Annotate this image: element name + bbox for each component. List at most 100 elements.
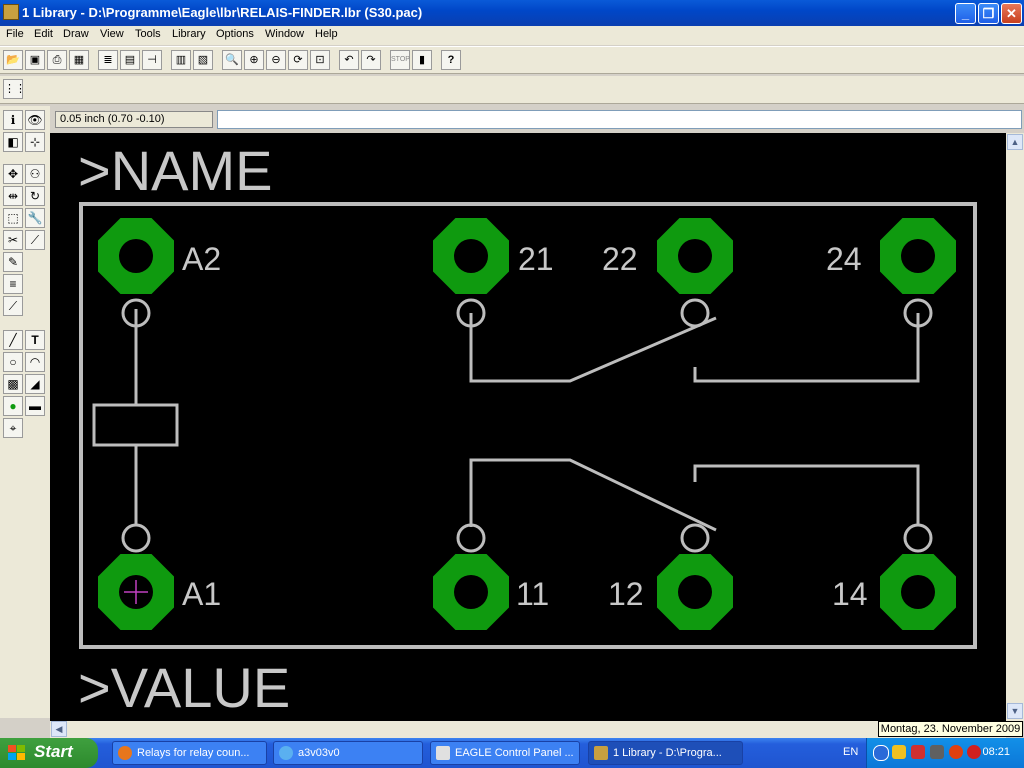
change-button[interactable]: 🔧 (25, 208, 45, 228)
task-eagle-control-panel[interactable]: EAGLE Control Panel ... (430, 741, 580, 765)
move-button[interactable]: ✥ (3, 164, 23, 184)
minimize-button[interactable]: _ (955, 3, 976, 24)
maximize-button[interactable]: ❐ (978, 3, 999, 24)
menu-view[interactable]: View (100, 28, 124, 40)
restore-icon: ❐ (982, 6, 995, 21)
paste-button[interactable]: ⟋ (25, 230, 45, 250)
zoom-fit-button[interactable]: 🔍 (222, 50, 242, 70)
smd-button[interactable]: ▬ (25, 396, 45, 416)
zoom-select-button[interactable]: ⊡ (310, 50, 330, 70)
cam-button[interactable]: ▦ (69, 50, 89, 70)
layers-icon: ◧ (7, 135, 19, 149)
menu-draw[interactable]: Draw (63, 28, 89, 40)
pad-a1[interactable] (98, 554, 174, 630)
text-button[interactable]: T (25, 330, 45, 350)
wrench-icon: 🔧 (27, 211, 43, 225)
windows-logo-icon (8, 745, 25, 760)
arc-button[interactable]: ◠ (25, 352, 45, 372)
zoom-out-icon: ⊖ (271, 54, 281, 66)
smash-button[interactable]: ⟋ (3, 296, 23, 316)
language-indicator[interactable]: EN (843, 746, 859, 758)
tray-app-icon[interactable] (911, 745, 925, 759)
print-button[interactable]: ⎙ (47, 50, 67, 70)
help-button[interactable]: ? (441, 50, 461, 70)
package-button[interactable]: ▧ (193, 50, 213, 70)
tray-c-icon[interactable] (967, 745, 981, 759)
go-button[interactable]: ▮ (412, 50, 432, 70)
hole-button[interactable]: ⌖ (3, 418, 23, 438)
pad-22[interactable] (657, 218, 733, 294)
firefox-icon (118, 746, 132, 760)
title-bar[interactable]: 1 Library - D:\Programme\Eagle\lbr\RELAI… (0, 0, 1024, 26)
tray-tool-icon[interactable] (930, 745, 944, 759)
contact-21-22 (469, 313, 717, 383)
zoom-out-button[interactable]: ⊖ (266, 50, 286, 70)
menu-help[interactable]: Help (315, 28, 338, 40)
open-button[interactable]: 📂 (3, 50, 23, 70)
show-button[interactable]: 👁 (25, 110, 45, 130)
circle-button[interactable]: ○ (3, 352, 23, 372)
tray-security-icon[interactable] (892, 745, 906, 759)
cut-button[interactable]: ✂ (3, 230, 23, 250)
task-chat[interactable]: a3v03v0 (273, 741, 423, 765)
mirror-button[interactable]: ⇹ (3, 186, 23, 206)
vertical-scrollbar[interactable]: ▲ ▼ (1006, 133, 1024, 721)
zoom-redraw-button[interactable]: ⟳ (288, 50, 308, 70)
task-firefox[interactable]: Relays for relay coun... (112, 741, 267, 765)
copy-button[interactable]: ⚇ (25, 164, 45, 184)
mirror-icon: ⇹ (7, 189, 19, 203)
pin-circle (121, 298, 151, 328)
menu-options[interactable]: Options (216, 28, 254, 40)
polygon-button[interactable]: ◢ (25, 374, 45, 394)
horizontal-scrollbar[interactable]: ◀ (50, 721, 1006, 738)
command-line-input[interactable] (217, 110, 1022, 129)
redo-button[interactable]: ↷ (361, 50, 381, 70)
name-button[interactable]: ≡ (3, 274, 23, 294)
scroll-down-arrow[interactable]: ▼ (1007, 703, 1023, 719)
save-button[interactable]: ▣ (25, 50, 45, 70)
pad-a2[interactable] (98, 218, 174, 294)
task-eagle-library[interactable]: 1 Library - D:\Progra... (588, 741, 743, 765)
pad-label-14: 14 (832, 576, 868, 612)
smd-icon: ▬ (29, 399, 41, 413)
pad-21[interactable] (433, 218, 509, 294)
tray-update-icon[interactable] (949, 745, 963, 759)
menu-tools[interactable]: Tools (135, 28, 161, 40)
pad-12[interactable] (657, 554, 733, 630)
display-button[interactable]: ◧ (3, 132, 23, 152)
relay-coil (92, 403, 179, 447)
info-button[interactable]: ℹ (3, 110, 23, 130)
pin-circle (680, 298, 710, 328)
grid-button[interactable]: ⋮⋮ (3, 79, 26, 99)
symbol-button[interactable]: ▥ (171, 50, 191, 70)
eagle-icon (594, 746, 608, 760)
clock[interactable]: 08:21 (982, 746, 1010, 758)
menu-library[interactable]: Library (172, 28, 206, 40)
tray-expand-icon[interactable] (873, 745, 889, 761)
scroll-left-arrow[interactable]: ◀ (51, 721, 67, 737)
drawing-canvas[interactable]: >NAME (50, 133, 1006, 721)
wire-button[interactable]: ╱ (3, 330, 23, 350)
script-button[interactable]: ≣ (98, 50, 118, 70)
pad-11[interactable] (433, 554, 509, 630)
mark-button[interactable]: ⊹ (25, 132, 45, 152)
rotate-button[interactable]: ↻ (25, 186, 45, 206)
run-button[interactable]: ⊣ (142, 50, 162, 70)
close-button[interactable]: ✕ (1001, 3, 1022, 24)
pad-24[interactable] (880, 218, 956, 294)
zoom-in-button[interactable]: ⊕ (244, 50, 264, 70)
undo-button[interactable]: ↶ (339, 50, 359, 70)
group-button[interactable]: ⬚ (3, 208, 23, 228)
pad-14[interactable] (880, 554, 956, 630)
menu-edit[interactable]: Edit (34, 28, 53, 40)
parameter-toolbar: ⋮⋮ (0, 76, 1024, 104)
ulp-button[interactable]: ▤ (120, 50, 140, 70)
menu-file[interactable]: File (6, 28, 24, 40)
pad-button[interactable]: ● (3, 396, 23, 416)
menu-window[interactable]: Window (265, 28, 305, 40)
stop-button[interactable]: STOP (390, 50, 410, 70)
rect-button[interactable]: ▩ (3, 374, 23, 394)
scroll-up-arrow[interactable]: ▲ (1007, 134, 1023, 150)
start-button[interactable]: Start (0, 738, 98, 768)
delete-button[interactable]: ✎ (3, 252, 23, 272)
